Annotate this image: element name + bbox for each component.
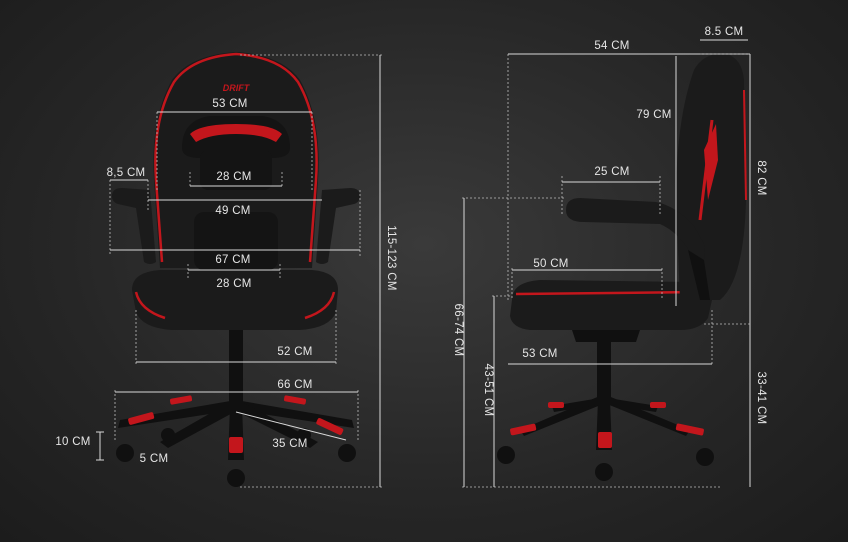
front-dim-49-label: 49 CM xyxy=(215,205,250,217)
brand-logo: DRIFT xyxy=(223,83,251,93)
front-chair: DRIFT xyxy=(112,52,360,487)
front-dim-35-line xyxy=(235,411,347,441)
front-seat xyxy=(132,270,338,330)
front-dim-66-label: 66 CM xyxy=(277,379,312,391)
front-dim-height-label: 115-123 CM xyxy=(385,225,397,290)
side-chair xyxy=(497,53,747,481)
front-dim-5-label: 5 CM xyxy=(140,453,169,465)
side-dim-79-label: 79 CM xyxy=(636,109,671,121)
front-dim-28-seat-label: 28 CM xyxy=(216,278,251,290)
front-dimensions: 53 CM 28 CM 8,5 CM 49 CM 67 CM 28 CM 52 … xyxy=(55,54,397,488)
side-dim-66-74-label: 66-74 CM xyxy=(452,304,464,357)
front-dim-67-label: 67 CM xyxy=(215,254,250,266)
front-dim-10-label: 10 CM xyxy=(55,436,90,448)
front-dim-28-upper-label: 28 CM xyxy=(216,171,251,183)
side-dim-50-label: 50 CM xyxy=(533,258,568,270)
side-dim-25-label: 25 CM xyxy=(594,166,629,178)
front-dim-8-5-label: 8,5 CM xyxy=(107,167,146,179)
front-dim-52-label: 52 CM xyxy=(277,346,312,358)
side-dim-53-label: 53 CM xyxy=(522,348,557,360)
side-dim-82-label: 82 CM xyxy=(755,160,767,195)
side-dim-33-41-label: 33-41 CM xyxy=(755,372,767,425)
side-chair-base xyxy=(497,395,714,481)
front-dim-53-label: 53 CM xyxy=(212,98,247,110)
side-dim-8-5-label: 8.5 CM xyxy=(705,26,744,38)
front-armrest-left xyxy=(112,188,156,264)
front-dim-35-label: 35 CM xyxy=(272,438,307,450)
front-chair-base xyxy=(116,395,356,487)
side-dim-43-51-label: 43-51 CM xyxy=(482,364,494,417)
side-dim-54-label: 54 CM xyxy=(594,40,629,52)
side-gas-lift xyxy=(597,330,611,400)
front-gas-lift xyxy=(229,330,243,405)
front-armrest-right xyxy=(316,188,360,264)
side-armrest xyxy=(566,198,705,270)
side-dimensions: 54 CM 8.5 CM 79 CM 82 CM 25 CM 50 CM 66-… xyxy=(452,26,767,488)
